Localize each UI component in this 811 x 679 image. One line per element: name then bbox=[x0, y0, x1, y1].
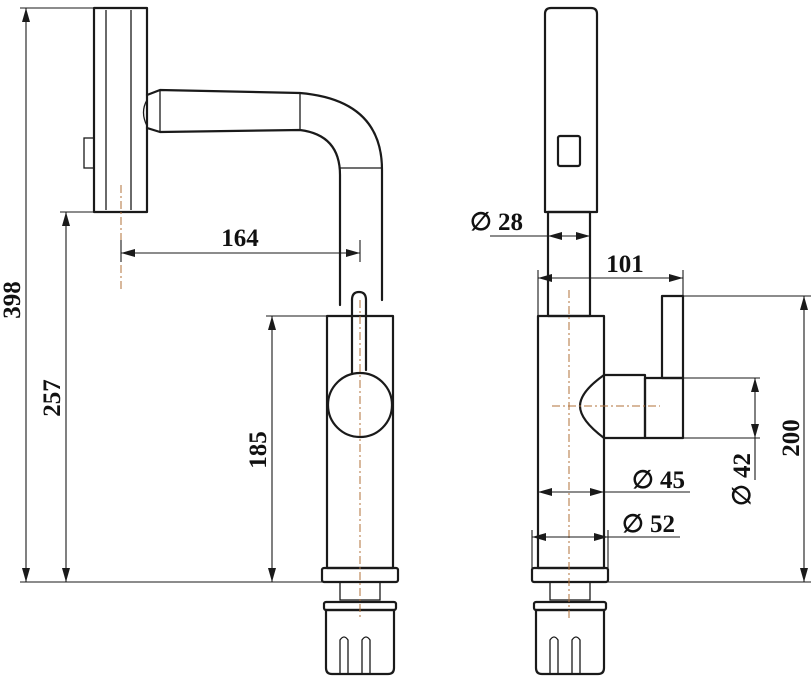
svg-text:28: 28 bbox=[498, 209, 523, 236]
front-view bbox=[20, 6, 400, 676]
front-dim-reach: 164 bbox=[221, 225, 259, 252]
side-dim-body-diameter: ∅ 45 bbox=[632, 467, 685, 494]
front-dim-total-height: 398 bbox=[0, 281, 26, 319]
side-handle-lever bbox=[660, 294, 685, 380]
front-handle-lever bbox=[350, 290, 368, 372]
front-dim-spout-height: 257 bbox=[39, 379, 66, 417]
side-dim-handle-height: 200 bbox=[778, 419, 805, 457]
svg-text:52: 52 bbox=[650, 511, 675, 538]
front-dim-body-height: 185 bbox=[245, 431, 272, 469]
side-view bbox=[490, 6, 811, 676]
side-base-washer bbox=[532, 600, 608, 612]
diameter-symbol: ∅ bbox=[632, 467, 654, 494]
front-handle-knob bbox=[326, 371, 394, 439]
side-handle-block bbox=[643, 376, 685, 440]
diameter-symbol: ∅ bbox=[622, 511, 644, 538]
diameter-symbol: ∅ bbox=[729, 484, 756, 506]
side-dim-spout-diameter: ∅ 28 bbox=[470, 209, 523, 236]
side-spout-tube bbox=[546, 210, 592, 318]
svg-text:45: 45 bbox=[660, 467, 685, 494]
dimension-arrows bbox=[22, 8, 808, 582]
front-spray-button bbox=[83, 137, 95, 169]
side-handle-neck bbox=[578, 373, 647, 440]
side-base-nut bbox=[534, 608, 606, 676]
side-base-ring bbox=[530, 566, 610, 584]
front-spray-head bbox=[92, 6, 149, 214]
side-dim-base-diameter: ∅ 52 bbox=[622, 511, 675, 538]
side-body bbox=[536, 314, 606, 570]
front-base-nut bbox=[324, 608, 396, 676]
side-dim-handle-diameter: ∅ 42 bbox=[729, 453, 756, 506]
side-spray-head bbox=[543, 6, 599, 214]
front-spout-arm bbox=[145, 88, 384, 307]
svg-text:42: 42 bbox=[729, 453, 756, 478]
diameter-symbol: ∅ bbox=[470, 209, 492, 236]
side-spray-button bbox=[556, 134, 582, 168]
side-dim-handle-reach: 101 bbox=[606, 251, 644, 278]
